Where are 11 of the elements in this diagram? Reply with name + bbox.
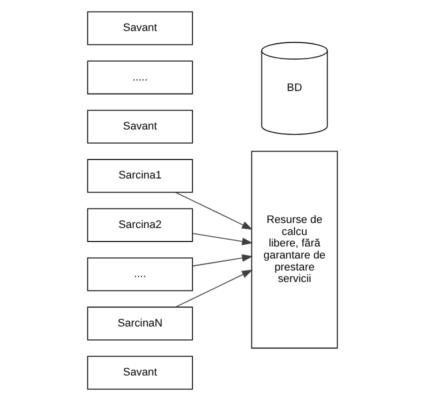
node-box: .... xyxy=(87,257,193,292)
node-box: Savant xyxy=(87,11,193,46)
node-box: Resurse de calcu libere, fără garantare de prestare servicii xyxy=(251,150,338,349)
node-box: Sarcina2 xyxy=(87,208,193,242)
node-box: SarcinaN xyxy=(87,306,193,340)
arrow xyxy=(192,232,253,246)
node-box: ..... xyxy=(87,60,193,94)
arrow xyxy=(192,254,253,266)
node-box: Savant xyxy=(87,356,193,390)
node-box: Savant xyxy=(87,110,193,144)
node-box: Sarcina1 xyxy=(87,159,193,193)
